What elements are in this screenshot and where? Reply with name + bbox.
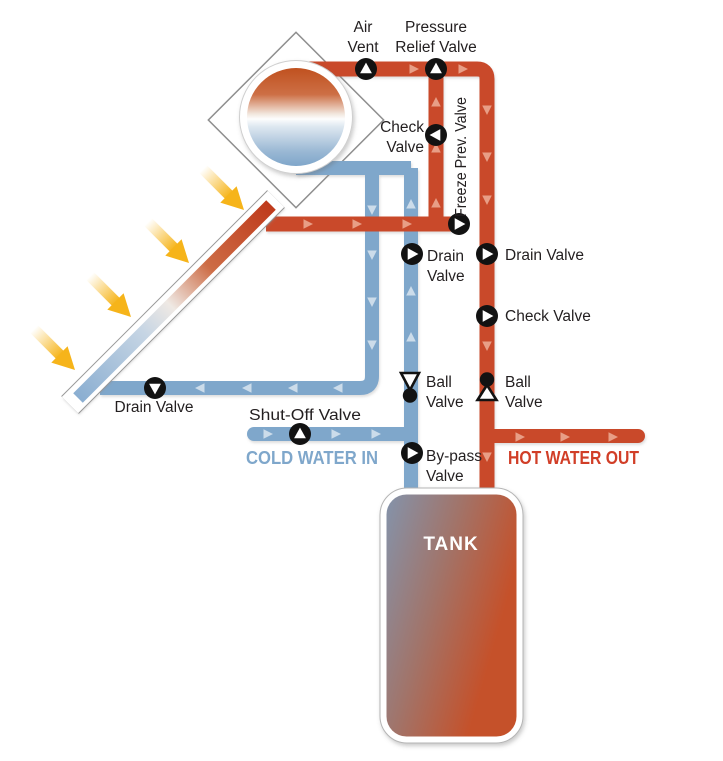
drain-valve-collector-icon [144,377,166,399]
shutoff-valve-label: Shut-Off Valve [249,407,361,424]
sun-ray-icon [194,160,253,219]
drain-valve-hot-icon [476,243,498,265]
ball-valve-hot-icon [475,372,499,402]
hot-water-out-label: HOT WATER OUT [508,448,639,468]
check-valve-top-icon [425,124,447,146]
air-vent-label-line2: Vent [347,39,379,56]
check-valve-top-label-line1: Check [380,119,424,136]
sun-ray-icon [25,320,84,379]
pressure-relief-label-line2: Relief Valve [395,39,477,56]
ball-valve-cold-icon [398,371,422,403]
bypass-valve-label-line2: Valve [426,468,464,485]
ball-valve-hot-label-line1: Ball [505,374,531,391]
tank-label: TANK [423,534,478,555]
drain-valve-collector-label: Drain Valve [115,399,194,416]
air-vent-valve-icon [355,58,377,80]
collector-storage-circle [239,60,353,174]
ball-valve-cold-label-line1: Ball [426,374,452,391]
storage-tank: TANK [379,487,524,744]
bypass-valve-icon [401,442,423,464]
check-valve-top-label-line2: Valve [386,139,424,156]
cold-water-in-label: COLD WATER IN [246,448,378,468]
drain-valve-loop-label-line1: Drain [427,248,464,265]
drain-valve-loop-label-line2: Valve [427,268,465,285]
sun-ray-icon [81,267,140,326]
sun-ray-icon [139,213,198,272]
air-vent-label-line1: Air [354,19,373,36]
hot-pipe-main [298,61,495,492]
freeze-prev-valve-label: Freeze Prev. Valve [453,97,470,217]
pressure-relief-valve-icon [425,58,447,80]
ball-valve-cold-label-line2: Valve [426,394,464,411]
ball-valve-hot-label-line2: Valve [505,394,543,411]
solar-collector [61,190,285,414]
drain-valve-hot-label: Drain Valve [505,247,584,264]
drain-valve-loop-icon [401,243,423,265]
check-valve-hot-icon [476,305,498,327]
pressure-relief-label-line1: Pressure [405,19,467,36]
shutoff-valve-icon [289,423,311,445]
cold-pipe-collector-supply [100,168,379,395]
bypass-valve-label-line1: By-pass [426,448,482,465]
check-valve-hot-label: Check Valve [505,308,591,325]
